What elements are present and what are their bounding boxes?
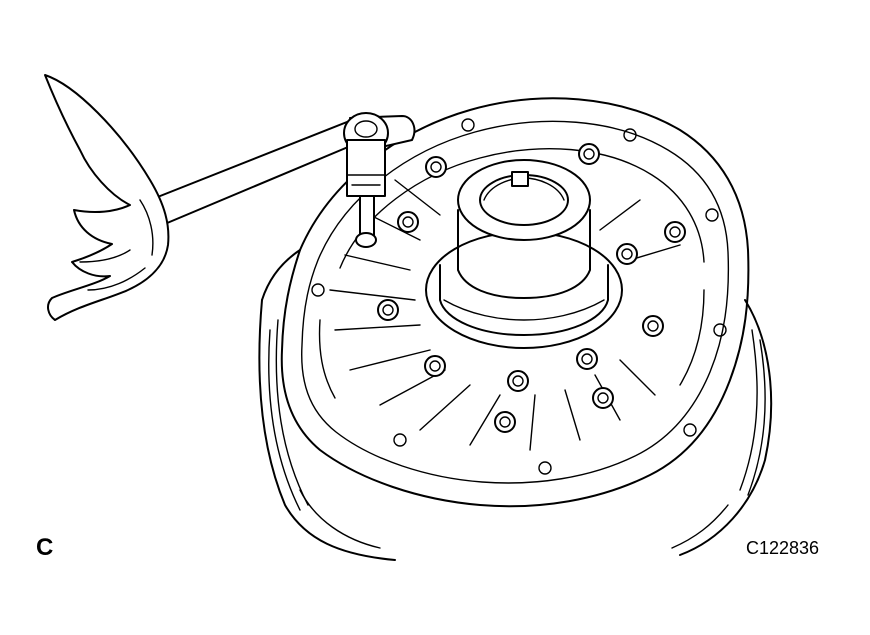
bolt-icon	[377, 299, 399, 321]
bolt-icon	[494, 411, 516, 433]
bolt-icon	[507, 370, 529, 392]
t-handle-wrench-icon	[149, 112, 416, 248]
bolt-icon	[664, 221, 686, 243]
bolt-icon	[425, 156, 447, 178]
pump-cover-plate	[280, 97, 750, 508]
bolt-icon	[592, 387, 614, 409]
bolt-icon	[397, 211, 419, 233]
bolt-icon	[424, 355, 446, 377]
bolt-icon	[616, 243, 638, 265]
bolt-icon	[578, 143, 600, 165]
bolt-icon	[576, 348, 598, 370]
figure-code-label: C122836	[746, 538, 820, 558]
bolts	[377, 143, 686, 433]
hand-icon	[44, 74, 170, 321]
stator-shaft-boss	[425, 159, 623, 349]
pump-body-lower-housing	[258, 249, 773, 561]
view-letter-label: C	[36, 534, 54, 561]
bolt-icon	[642, 315, 664, 337]
